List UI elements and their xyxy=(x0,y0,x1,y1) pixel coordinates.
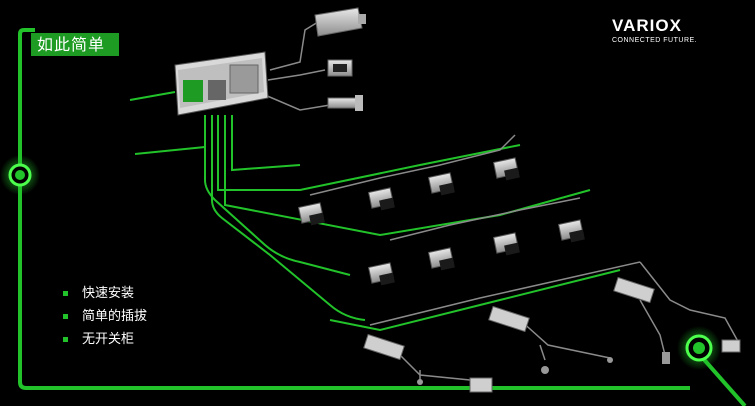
brand-tagline: CONNECTED FUTURE. xyxy=(612,37,698,44)
io-modules xyxy=(363,276,741,393)
feature-text: 简单的插拔 xyxy=(82,309,148,324)
feature-list: 快速安装 简单的插拔 无开关柜 xyxy=(63,282,147,351)
brand-name: VARIO xyxy=(612,16,670,35)
sensors xyxy=(417,352,670,385)
bullet-icon xyxy=(63,314,68,319)
controller-module xyxy=(174,51,269,116)
sensor-actuator xyxy=(327,95,363,111)
feature-text: 快速安装 xyxy=(82,286,135,301)
brand-wordmark: VARIOX xyxy=(612,16,697,36)
title-badge: 如此简单 xyxy=(31,33,119,56)
feature-text: 无开关柜 xyxy=(82,332,135,347)
feature-item: 简单的插拔 xyxy=(63,305,147,328)
feature-item: 快速安装 xyxy=(63,282,147,305)
brand-logo: VARIOX CONNECTED FUTURE. xyxy=(612,16,697,44)
brand-mark: X xyxy=(669,16,682,35)
gripper xyxy=(327,59,353,77)
bullet-icon xyxy=(63,291,68,296)
motor-drives xyxy=(297,157,585,286)
valve-terminal xyxy=(314,7,366,37)
glow-node-left xyxy=(0,155,40,195)
bullet-icon xyxy=(63,337,68,342)
glow-node-right xyxy=(677,326,721,370)
feature-item: 无开关柜 xyxy=(63,328,147,351)
frame-line xyxy=(18,28,690,390)
title-text: 如此简单 xyxy=(37,35,106,54)
